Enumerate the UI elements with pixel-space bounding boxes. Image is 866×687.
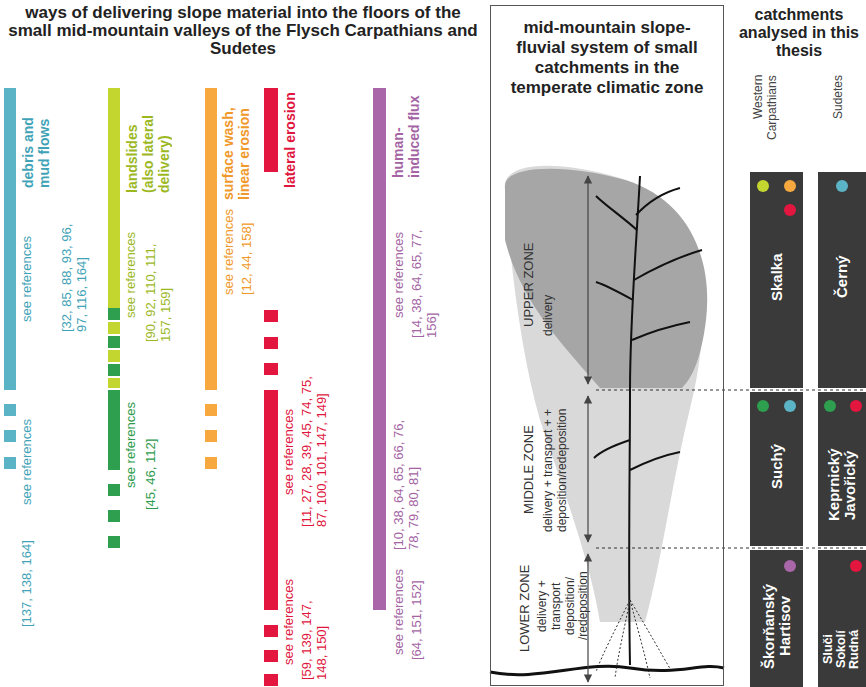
legend-swatch [205, 88, 217, 390]
catchment-name: Suchý [769, 411, 785, 521]
annotation-label: [90, 92, 110, 111, 157, 159] [144, 222, 174, 342]
lateral-erosion-bar [264, 310, 278, 686]
legend-swatch [108, 88, 120, 308]
annotation-label: see references [124, 228, 139, 318]
annotation-label: see references [124, 398, 139, 488]
annotation-label: [32, 85, 88, 93, 96, 97, 116, 164] [60, 222, 90, 332]
catchment-name: Škorňanský Hartisov [761, 571, 793, 681]
legend-swatch [373, 88, 386, 610]
figure-title: ways of delivering slope material into t… [8, 4, 478, 58]
process-dot [784, 180, 796, 192]
annotation-label: [12, 44, 158] [240, 205, 255, 295]
process-dot [784, 400, 796, 412]
annotation-label: Sudetes [832, 75, 846, 167]
annotation-label: delivery + transport + + deposition/rede… [542, 398, 570, 543]
catchment-bar: Sluči Sokolí Rudná [818, 550, 866, 687]
system-panel: mid-mountain slope-fluvial system of sma… [490, 5, 724, 686]
annotation-label: [64, 151, 152] [410, 565, 425, 660]
legend-text: landslides (also lateral delivery) [124, 88, 172, 193]
process-dot [850, 400, 862, 412]
catchment-bar: Suchý [750, 392, 803, 546]
legend-swatch [4, 88, 16, 390]
annotation-label: delivery [542, 280, 556, 350]
annotation-label: MIDDLE ZONE [522, 410, 537, 530]
catchment-bar: Škorňanský Hartisov [750, 550, 803, 687]
annotation-label: delivery + transport deposition/ /redepo… [536, 556, 591, 656]
annotation-label: [14, 38, 64, 65, 77, 156] [410, 218, 440, 338]
catchment-name: Sluči Sokolí Rudná [822, 617, 862, 681]
annotation-label: [137, 138, 164] [20, 522, 35, 627]
zone-divider [596, 390, 866, 548]
annotation-label: LOWER ZONE [518, 558, 533, 658]
legend-text: lateral erosion [282, 88, 298, 188]
legend-text: surface wash, linear erosion [220, 88, 252, 200]
annotation-label: see references [222, 205, 237, 295]
process-dot [757, 180, 769, 192]
annotation-label: UPPER ZONE [522, 230, 537, 340]
catchment-name: Skalka [769, 222, 785, 332]
legend-text: debris and mud flows [20, 88, 52, 188]
landslide-bar [108, 308, 120, 548]
debris-bar [4, 404, 16, 469]
panel-heading: mid-mountain slope-fluvial system of sma… [501, 18, 713, 98]
annotation-label: see references [282, 575, 297, 665]
annotation-label: [10, 38, 64, 65, 66, 76, 78, 79, 80, 81] [392, 400, 422, 550]
process-dot [824, 400, 836, 412]
column-heading: catchments analysed in this thesis [732, 6, 866, 60]
catchment-name: Keprnický Javořický [826, 430, 858, 540]
annotation-label: [11, 27, 28, 39, 45, 74, 75, 87, 100, 10… [300, 362, 330, 527]
legend-swatch [264, 88, 278, 172]
annotation-label: see references [20, 415, 35, 505]
catchment-bar: Keprnický Javořický [818, 392, 866, 546]
annotation-label: see references [20, 232, 35, 322]
catchment-bar: Skalka [750, 172, 803, 388]
process-dot [850, 560, 862, 572]
annotation-label: see references [392, 228, 407, 318]
process-dot [836, 180, 848, 192]
process-dot [784, 560, 796, 572]
annotation-label: see references [282, 405, 297, 495]
river-network [594, 176, 702, 665]
main-river [490, 666, 724, 674]
annotation-label: [59, 139, 147, 148, 150] [300, 575, 330, 680]
upper-catchment-area [505, 169, 707, 388]
catchment-name: Černý [834, 222, 850, 332]
annotation-label: Western Carpathians [752, 75, 780, 167]
surface-wash-bar [205, 404, 217, 469]
legend-text: human-induced flux [390, 88, 422, 178]
catchment-bar: Černý [818, 172, 866, 388]
process-dot [784, 204, 796, 216]
annotation-label: [45, 46, 112] [144, 420, 159, 510]
annotation-label: see references [392, 565, 407, 655]
process-dot [757, 400, 769, 412]
